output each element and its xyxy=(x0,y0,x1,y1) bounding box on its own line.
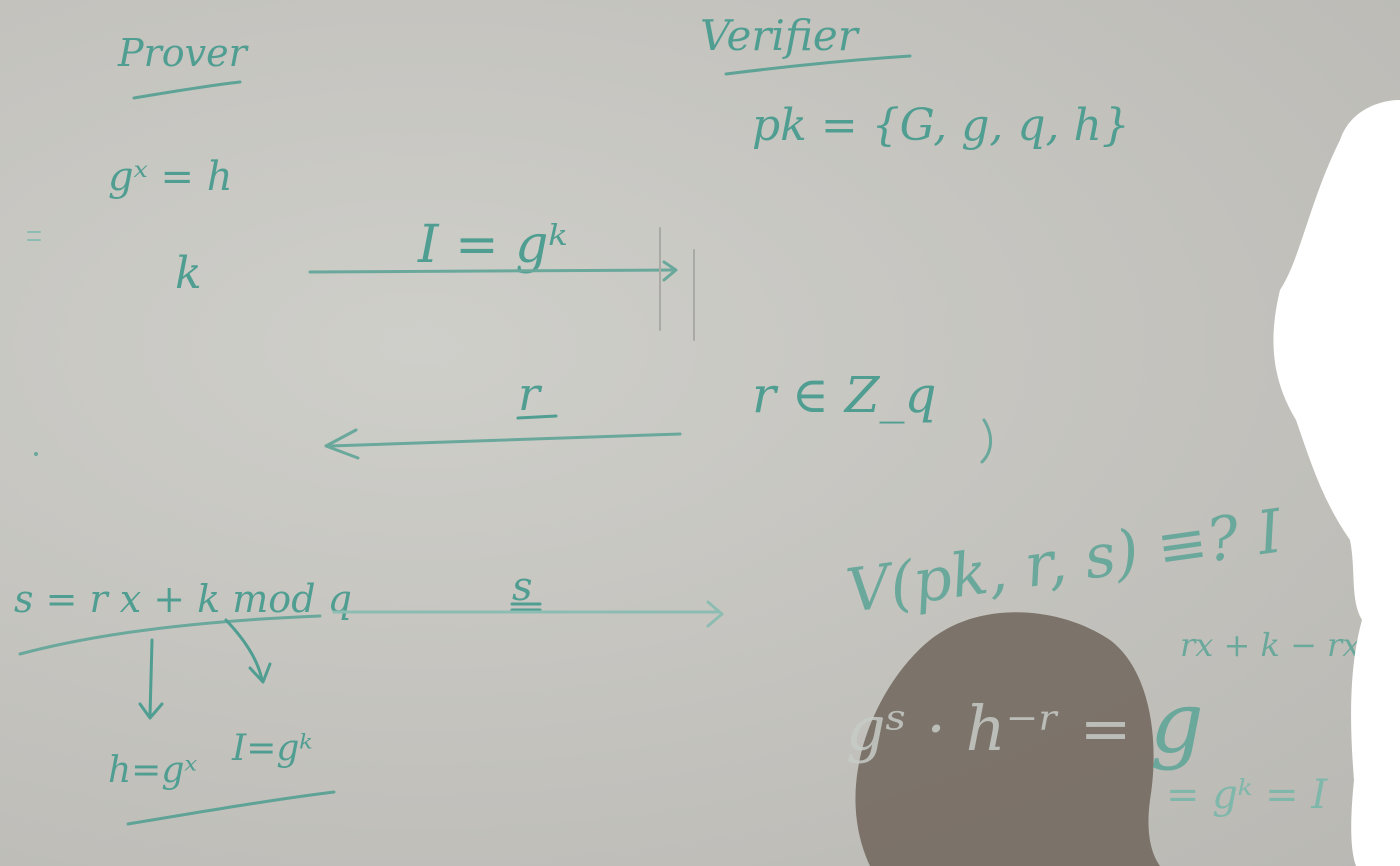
commitment-arrow-head xyxy=(662,260,678,282)
check-rhs: g xyxy=(1150,674,1204,772)
response-msg-label: s xyxy=(512,564,533,610)
hand-shadow xyxy=(855,612,1160,866)
challenge-label: r xyxy=(518,367,543,421)
redaction-blob xyxy=(1273,100,1400,866)
secret-relation: gˣ = h xyxy=(108,154,233,200)
stray-mark-left xyxy=(27,231,41,241)
check-lhs: gˢ · h⁻ʳ = xyxy=(846,692,1132,765)
response-msg-underline xyxy=(510,602,542,612)
subst-arrow-left xyxy=(138,638,164,720)
challenge-arrow-line xyxy=(328,432,682,448)
commitment-label: I = gᵏ xyxy=(417,215,567,275)
subst-h: h=gˣ xyxy=(108,750,197,791)
commitment-arrow-line xyxy=(308,268,674,274)
prover-underline xyxy=(132,80,242,100)
subst-I: I=gᵏ xyxy=(231,728,313,769)
response-equation: s = r x + k mod q xyxy=(14,577,352,621)
public-key: pk = {G, g, q, h} xyxy=(752,100,1130,151)
stray-dot xyxy=(34,452,38,456)
challenge-underline xyxy=(516,414,558,420)
nonce-k: k xyxy=(175,248,202,299)
challenge-arrow-head xyxy=(324,428,360,460)
equals-commitment: = gᵏ = I xyxy=(1166,772,1328,818)
response-underline xyxy=(18,614,322,656)
bottom-underline xyxy=(126,790,336,826)
board-seam xyxy=(659,227,695,341)
check-exponent: rx + k − rx xyxy=(1180,626,1360,664)
verify-equation: V(pk, r, s) ≡? I xyxy=(842,496,1287,627)
challenge-sample: r ∈ Z_q xyxy=(752,366,936,424)
response-arrow-head xyxy=(706,600,724,628)
verifier-heading: Verifier xyxy=(700,11,861,60)
verifier-underline xyxy=(724,54,912,76)
prover-heading: Prover xyxy=(117,31,250,75)
subst-arrow-right xyxy=(224,618,272,684)
stray-paren xyxy=(980,418,992,464)
